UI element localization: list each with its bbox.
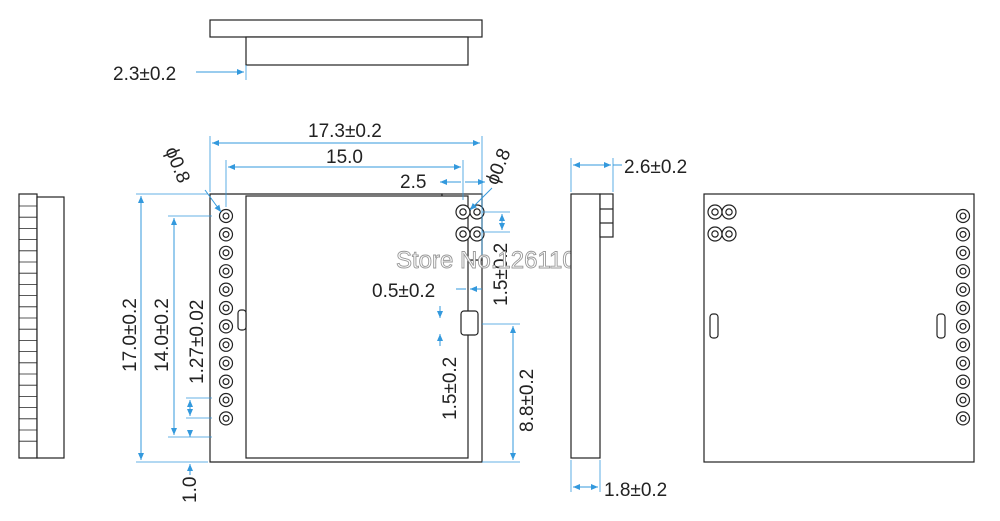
- front-view-shield: [245, 195, 469, 459]
- back-left-pin-1-hole: [711, 208, 719, 216]
- back-pin-4-hole: [959, 267, 967, 275]
- back-view-right-slot: [936, 313, 946, 339]
- pin-offset-label: 2.5: [400, 172, 426, 193]
- left-edge-body: [36, 196, 65, 459]
- left-edge-view: [18, 193, 65, 459]
- front-right-pin-b-1-hole: [473, 208, 481, 216]
- notch-len-label: 1.5±0.2: [440, 357, 461, 420]
- front-pin-12-hole: [222, 414, 230, 422]
- height-pins-label: 14.0±0.2: [152, 298, 173, 372]
- back-pin-1-hole: [959, 212, 967, 220]
- back-view-left-pins: [707, 204, 737, 242]
- front-right-pin-2-hole: [459, 230, 467, 238]
- front-right-pin-b-2-hole: [473, 230, 481, 238]
- side-view-step: [599, 193, 614, 238]
- front-view-pin-column: [218, 208, 234, 426]
- front-pin-9-hole: [222, 359, 230, 367]
- back-pin-9-hole: [959, 359, 967, 367]
- back-view: [703, 193, 975, 463]
- front-pin-8-hole: [222, 341, 230, 349]
- notch-bottom-label: 8.8±0.2: [517, 369, 538, 432]
- back-pin-11-hole: [959, 396, 967, 404]
- back-view-pin-column: [955, 208, 971, 426]
- front-pin-5-hole: [222, 286, 230, 294]
- back-left-pin-b-1-hole: [725, 208, 733, 216]
- back-pin-12-hole: [959, 414, 967, 422]
- top-view-shield: [245, 36, 469, 66]
- top-view: 2.3±0.2: [113, 19, 483, 85]
- bottom-margin-label: 1.0: [180, 477, 201, 503]
- front-view: 17.3±0.2 15.0 2.5 ϕ0.8 ϕ0.8 17.0±0.2 14.…: [120, 121, 589, 503]
- notch-top-label: 1.5±0.2: [491, 243, 512, 306]
- store-watermark: Store No.1261107: [396, 247, 589, 274]
- front-pin-10-hole: [222, 378, 230, 386]
- front-pin-4-hole: [222, 267, 230, 275]
- back-pin-6-hole: [959, 304, 967, 312]
- pitch-label: 1.27±0.02: [187, 300, 208, 384]
- back-left-pin-2-hole: [711, 230, 719, 238]
- side-view: 2.6±0.2 1.8±0.2: [570, 157, 687, 501]
- side-view-body: [570, 193, 601, 459]
- top-view-board: [209, 19, 483, 38]
- back-pin-2-hole: [959, 230, 967, 238]
- hole-dia-left-label: ϕ0.8: [160, 144, 193, 186]
- back-left-pin-b-2-hole: [725, 230, 733, 238]
- back-pin-7-hole: [959, 322, 967, 330]
- side-thickness-label: 2.6±0.2: [624, 157, 687, 178]
- back-pin-10-hole: [959, 378, 967, 386]
- front-pin-2-hole: [222, 230, 230, 238]
- top-thickness-label: 2.3±0.2: [113, 64, 176, 85]
- back-pin-5-hole: [959, 286, 967, 294]
- hole-dia-right-leader: [469, 187, 493, 211]
- front-view-side-slot: [237, 309, 247, 331]
- inner-width-label: 15.0: [326, 147, 363, 168]
- back-pin-8-hole: [959, 341, 967, 349]
- hole-dia-right-label: ϕ0.8: [482, 146, 515, 188]
- total-width-label: 17.3±0.2: [308, 121, 382, 142]
- front-right-pin-1-hole: [459, 208, 467, 216]
- front-pin-3-hole: [222, 249, 230, 257]
- back-pin-3-hole: [959, 249, 967, 257]
- back-view-board: [703, 193, 975, 463]
- front-pin-11-hole: [222, 396, 230, 404]
- front-pin-1-hole: [222, 212, 230, 220]
- notch-width-label: 0.5±0.2: [372, 281, 435, 302]
- front-pin-6-hole: [222, 304, 230, 312]
- height-total-label: 17.0±0.2: [120, 298, 141, 372]
- side-base-label: 1.8±0.2: [604, 480, 667, 501]
- back-view-left-slot: [709, 313, 719, 339]
- front-view-notch: [460, 310, 479, 336]
- front-pin-7-hole: [222, 322, 230, 330]
